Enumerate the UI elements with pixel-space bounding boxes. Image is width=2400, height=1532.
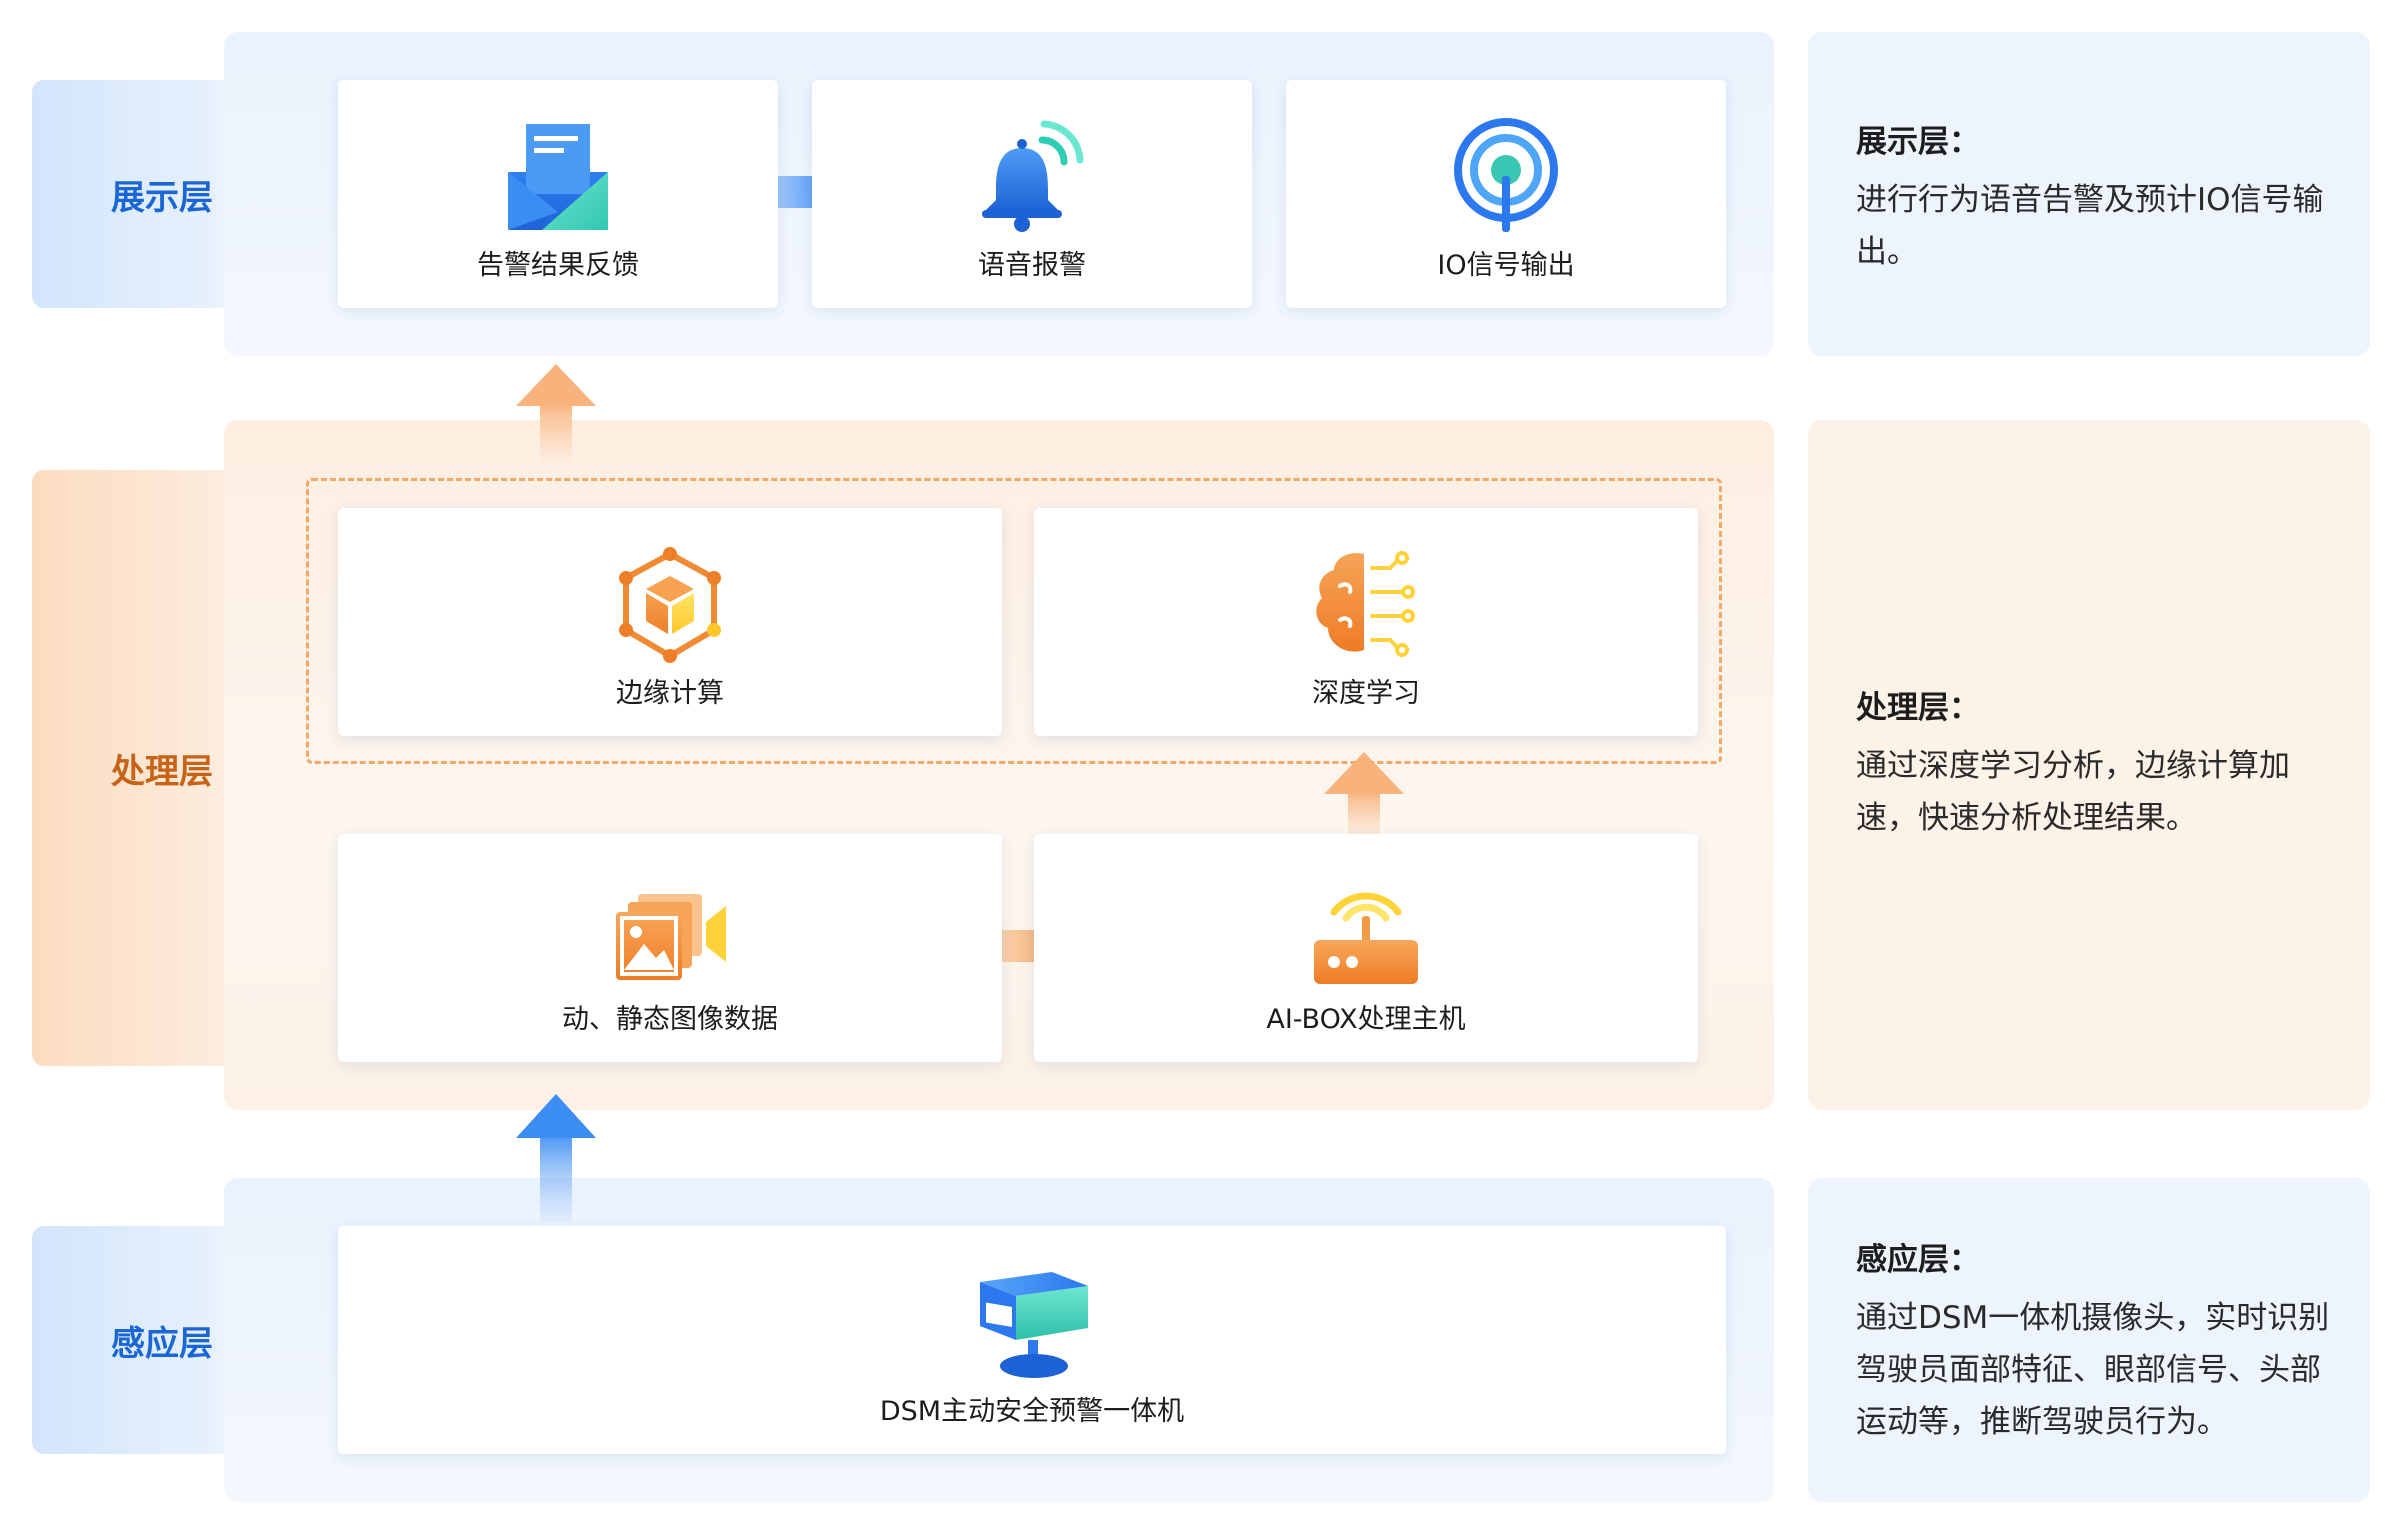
node-deep-learning: 深度学习 <box>1034 508 1698 736</box>
display-desc-title: 展示层： <box>1856 124 1980 160</box>
display-layer-description: 展示层： 进行行为语音告警及预计IO信号输出。 <box>1808 32 2370 356</box>
node-io-output-label: IO信号输出 <box>1437 250 1575 281</box>
processing-desc-title: 处理层： <box>1856 690 1980 726</box>
arrow-sensing-to-processing <box>516 1094 596 1222</box>
mail-icon <box>508 124 608 230</box>
node-aibox: AI-BOX处理主机 <box>1034 834 1698 1062</box>
processing-desc-text: 通过深度学习分析，边缘计算加速，快速分析处理结果。 <box>1856 748 2290 836</box>
node-aibox-label: AI-BOX处理主机 <box>1266 1004 1466 1035</box>
arrow-processing-to-display <box>516 364 596 464</box>
processing-layer-description: 处理层： 通过深度学习分析，边缘计算加速，快速分析处理结果。 <box>1808 420 2370 1110</box>
node-deep-learning-label: 深度学习 <box>1312 678 1420 709</box>
brain-circuit-icon <box>1316 551 1415 657</box>
node-image-data-label: 动、静态图像数据 <box>562 1004 778 1035</box>
image-video-icon <box>616 894 726 980</box>
node-dsm-label: DSM主动安全预警一体机 <box>879 1396 1185 1427</box>
signal-tower-icon <box>1454 118 1558 232</box>
node-io-output: IO信号输出 <box>1286 80 1726 308</box>
display-desc-text: 进行行为语音告警及预计IO信号输出。 <box>1856 182 2324 270</box>
node-voice-alarm-label: 语音报警 <box>978 250 1086 281</box>
ai-group-dashed-box <box>306 478 1722 764</box>
node-edge-compute: 边缘计算 <box>338 508 1002 736</box>
cube-network-icon <box>619 547 721 663</box>
node-edge-compute-label: 边缘计算 <box>616 678 724 709</box>
tab-processing-label: 处理层 <box>111 751 213 792</box>
node-alarm-feedback: 告警结果反馈 <box>338 80 778 308</box>
sensing-desc-text: 通过DSM一体机摄像头，实时识别驾驶员面部特征、眼部信号、头部运动等，推断驾驶员… <box>1856 1300 2330 1440</box>
tab-sensing-label: 感应层 <box>111 1323 213 1364</box>
sensing-layer-description: 感应层： 通过DSM一体机摄像头，实时识别驾驶员面部特征、眼部信号、头部运动等，… <box>1808 1178 2370 1502</box>
sensing-desc-title: 感应层： <box>1856 1242 1980 1278</box>
arrow-aibox-to-deeplearning <box>1324 752 1404 846</box>
node-dsm-device: DSM主动安全预警一体机 <box>338 1226 1726 1454</box>
node-voice-alarm: 语音报警 <box>812 80 1252 308</box>
node-alarm-feedback-label: 告警结果反馈 <box>477 250 639 281</box>
node-image-data: 动、静态图像数据 <box>338 834 1002 1062</box>
camera-monitor-icon <box>980 1272 1088 1378</box>
tab-display-label: 展示层 <box>111 177 213 218</box>
router-icon <box>1314 892 1418 984</box>
bell-icon <box>982 120 1084 232</box>
